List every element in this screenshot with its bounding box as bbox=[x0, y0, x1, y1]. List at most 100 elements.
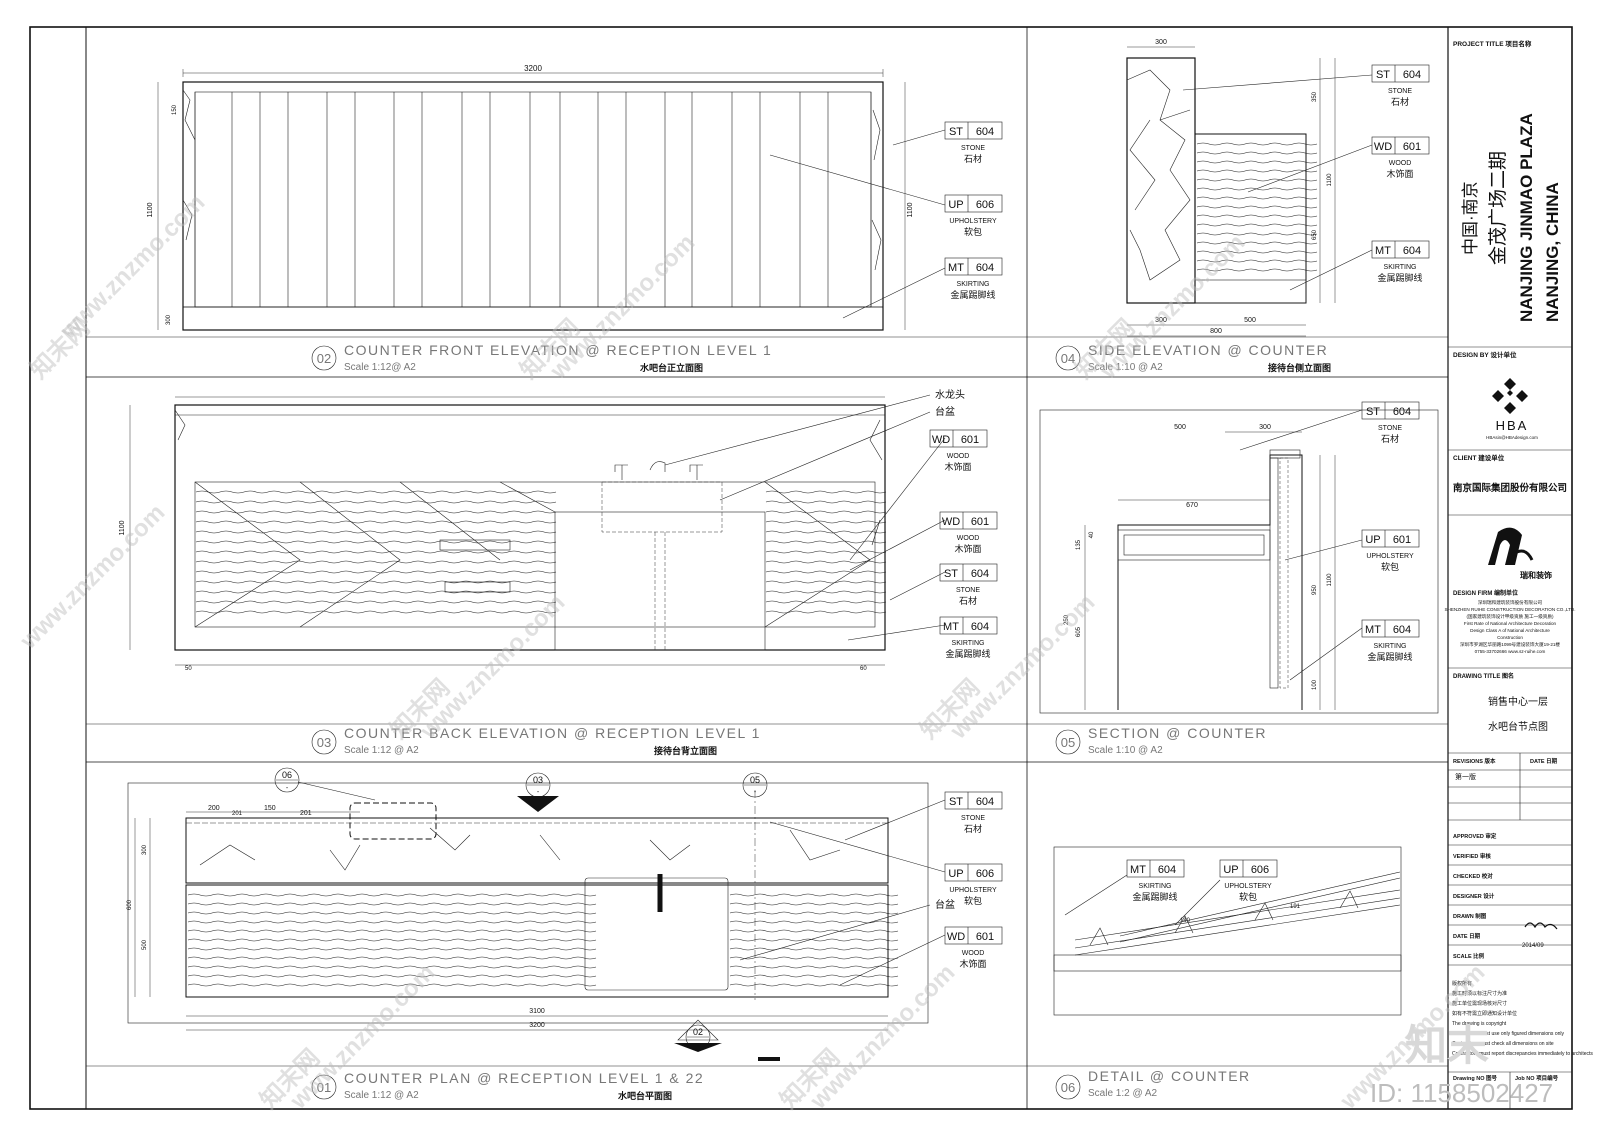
tag-wd-601-03b: WD 601 WOOD 木饰面 bbox=[939, 511, 998, 554]
svg-text:WD: WD bbox=[1374, 141, 1392, 153]
view-03-title: COUNTER BACK ELEVATION @ RECEPTION LEVEL… bbox=[344, 725, 761, 741]
svg-text:www.znzmo.com: www.znzmo.com bbox=[1094, 229, 1250, 385]
svg-text:STONE: STONE bbox=[961, 815, 985, 822]
date-label: DATE 日期 bbox=[1530, 757, 1558, 765]
label-basin: 台盆 bbox=[935, 405, 955, 418]
svg-text:604: 604 bbox=[1393, 624, 1411, 636]
view-02-front-elevation: 3200 1100 300 150 1100 ST 604 STONE 石材 U… bbox=[147, 64, 1003, 373]
svg-text:350: 350 bbox=[1312, 91, 1318, 102]
view-04-title: SIDE ELEVATION @ COUNTER bbox=[1088, 342, 1328, 358]
svg-text:100: 100 bbox=[1312, 679, 1318, 690]
svg-text:石材: 石材 bbox=[964, 823, 982, 834]
svg-text:金属踢脚线: 金属踢脚线 bbox=[1132, 891, 1177, 902]
svg-text:604: 604 bbox=[1403, 245, 1421, 257]
dim-150: 150 bbox=[172, 104, 178, 115]
svg-text:05: 05 bbox=[750, 775, 760, 785]
svg-text:石材: 石材 bbox=[1391, 96, 1409, 107]
svg-text:DESIGNER 设计: DESIGNER 设计 bbox=[1453, 892, 1495, 900]
watermark-logo: 知末 bbox=[1405, 1022, 1489, 1069]
svg-text:Contractors must check all dim: Contractors must check all dimensions on… bbox=[1452, 1041, 1554, 1047]
svg-text:150: 150 bbox=[264, 805, 276, 812]
view-01-cn: 水吧台平面图 bbox=[618, 1090, 672, 1101]
svg-text:604: 604 bbox=[1403, 69, 1421, 81]
svg-text:606: 606 bbox=[976, 868, 994, 880]
svg-text:SKIRTING: SKIRTING bbox=[952, 640, 985, 647]
svg-text:-: - bbox=[286, 785, 289, 792]
drawing-title-label: DRAWING TITLE 图名 bbox=[1453, 672, 1514, 680]
svg-text:SKIRTING: SKIRTING bbox=[1139, 883, 1172, 890]
svg-text:WD: WD bbox=[932, 434, 950, 446]
ruihe-logo-icon bbox=[1488, 527, 1534, 565]
svg-text:MT: MT bbox=[1365, 624, 1381, 636]
svg-text:500: 500 bbox=[142, 939, 148, 950]
svg-text:石材: 石材 bbox=[964, 153, 982, 164]
title-block: PROJECT TITLE 项目名称 中国·南京 金茂广场二期 NANJING … bbox=[1444, 39, 1593, 1109]
view-03-number: 03 bbox=[317, 735, 331, 750]
svg-text:950: 950 bbox=[1312, 584, 1318, 595]
label-basin-plan: 台盆 bbox=[935, 898, 955, 911]
view-04-number: 04 bbox=[1061, 351, 1075, 366]
svg-text:650: 650 bbox=[1312, 229, 1318, 240]
view-06-detail: 140 191 MT 604 SKIRTING 金属踢脚线 UP 606 UPH… bbox=[1053, 846, 1402, 1100]
svg-text:0755-33702666 www.sz-ruihe.co: 0755-33702666 www.sz-ruihe.com bbox=[1475, 649, 1546, 654]
svg-text:STONE: STONE bbox=[956, 587, 980, 594]
svg-text:135: 135 bbox=[1076, 539, 1082, 550]
svg-text:软包: 软包 bbox=[964, 226, 982, 237]
svg-text:木饰面: 木饰面 bbox=[1386, 168, 1413, 179]
svg-text:UPHOLSTERY: UPHOLSTERY bbox=[949, 887, 997, 894]
svg-text:3200: 3200 bbox=[529, 1022, 545, 1029]
tag-wd-601-04: WD 601 WOOD 木饰面 bbox=[1371, 136, 1430, 179]
svg-text:UP: UP bbox=[948, 199, 963, 211]
tag-mt-604-06: MT 604 SKIRTING 金属踢脚线 bbox=[1126, 859, 1185, 902]
svg-text:300: 300 bbox=[1155, 317, 1167, 324]
svg-text:石材: 石材 bbox=[959, 595, 977, 606]
svg-text:软包: 软包 bbox=[1239, 891, 1257, 902]
svg-text:601: 601 bbox=[961, 434, 979, 446]
svg-text:金属踢脚线: 金属踢脚线 bbox=[950, 289, 995, 300]
revision-1: 第一版 bbox=[1455, 772, 1476, 781]
svg-text:MT: MT bbox=[1130, 864, 1146, 876]
svg-text:STONE: STONE bbox=[961, 145, 985, 152]
svg-text:DATE 日期: DATE 日期 bbox=[1453, 932, 1481, 940]
svg-text:金属踢脚线: 金属踢脚线 bbox=[945, 648, 990, 659]
svg-text:(国家建筑装饰设计甲级资质 施工一级资质): (国家建筑装饰设计甲级资质 施工一级资质) bbox=[1466, 613, 1553, 620]
svg-text:www.znzmo.com: www.znzmo.com bbox=[414, 589, 570, 745]
project-en-2: NANJING, CHINA bbox=[1543, 182, 1562, 322]
svg-text:605: 605 bbox=[1076, 626, 1082, 637]
svg-text:1100: 1100 bbox=[119, 520, 126, 535]
firm-logo-text: 瑞和装饰 bbox=[1520, 570, 1552, 580]
svg-text:201: 201 bbox=[232, 811, 243, 817]
svg-text:300: 300 bbox=[1259, 424, 1271, 431]
svg-text:MT: MT bbox=[948, 262, 964, 274]
svg-text:First Rate of National Archite: First Rate of National Architecture Deco… bbox=[1464, 621, 1557, 626]
svg-text:www.znzmo.com: www.znzmo.com bbox=[804, 959, 960, 1115]
section-marker-03: 03 - bbox=[517, 772, 559, 812]
svg-text:601: 601 bbox=[1403, 141, 1421, 153]
svg-text:1100: 1100 bbox=[1327, 573, 1333, 587]
view-03-cn: 接待台背立面图 bbox=[654, 745, 717, 756]
svg-text:604: 604 bbox=[976, 262, 994, 274]
svg-text:如有不符需立即通知设计单位: 如有不符需立即通知设计单位 bbox=[1452, 1010, 1517, 1017]
svg-text:300: 300 bbox=[142, 844, 148, 855]
svg-text:MT: MT bbox=[1375, 245, 1391, 257]
svg-text:WD: WD bbox=[947, 931, 965, 943]
svg-text:木饰面: 木饰面 bbox=[954, 543, 981, 554]
svg-text:606: 606 bbox=[1251, 864, 1269, 876]
dim-300: 300 bbox=[166, 314, 172, 325]
svg-text:www.znzmo.com: www.znzmo.com bbox=[944, 589, 1100, 745]
svg-text:Construction: Construction bbox=[1497, 635, 1523, 640]
svg-text:604: 604 bbox=[976, 796, 994, 808]
svg-text:SHENZHEN RUIHE CONSTRUCTION DE: SHENZHEN RUIHE CONSTRUCTION DECORATION C… bbox=[1444, 607, 1575, 612]
view-01-scale: Scale 1:12 @ A2 bbox=[344, 1090, 419, 1101]
svg-text:-: - bbox=[754, 789, 757, 796]
tag-mt-604-03: MT 604 SKIRTING 金属踢脚线 bbox=[939, 616, 998, 659]
svg-text:www.znzmo.com: www.znzmo.com bbox=[54, 189, 210, 345]
svg-text:WOOD: WOOD bbox=[957, 535, 980, 542]
svg-text:201: 201 bbox=[300, 810, 312, 817]
svg-text:604: 604 bbox=[971, 568, 989, 580]
dim-1100: 1100 bbox=[147, 202, 154, 217]
watermark: 知末网 www.znzmo.com www.znzmo.com 知末网 www.… bbox=[14, 189, 1553, 1115]
svg-text:施工时须以标注尺寸为准: 施工时须以标注尺寸为准 bbox=[1452, 990, 1507, 997]
